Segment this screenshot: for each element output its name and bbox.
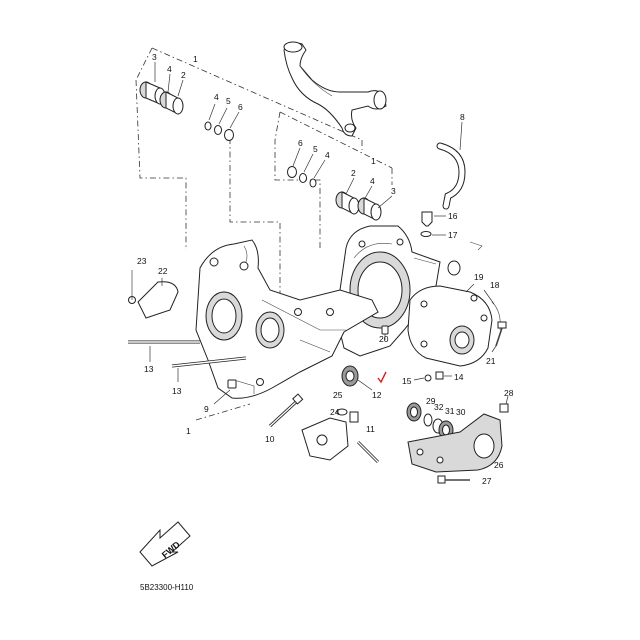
callout-c3a: 3: [152, 52, 157, 62]
callout-c21: 21: [486, 356, 496, 366]
callout-c1b: 1: [371, 156, 376, 166]
callout-c11: 11: [366, 424, 375, 434]
cover-part-19: [407, 283, 493, 367]
callout-c19: 19: [474, 272, 484, 282]
callout-c18: 18: [490, 280, 500, 290]
bolt-part-10: [268, 393, 304, 428]
washer-part-15: [413, 374, 432, 382]
callout-c27: 27: [482, 476, 492, 486]
bearing-part-2b: [335, 191, 360, 215]
callout-c29: 29: [426, 396, 436, 406]
oring-part-6b: [287, 166, 297, 178]
callout-c13a: 13: [144, 364, 154, 374]
callout-c3b: 3: [391, 186, 396, 196]
bolt-part-14: [435, 371, 452, 380]
callout-c22: 22: [158, 266, 168, 276]
callout-c32: 32: [434, 402, 444, 412]
callout-c1c: 1: [186, 426, 191, 436]
callout-c4d: 4: [370, 176, 375, 186]
callout-c5a: 5: [226, 96, 231, 106]
callout-c8: 8: [460, 112, 465, 122]
callout-c1a: 1: [193, 54, 198, 64]
bearing-part-2: [159, 91, 184, 115]
callout-c6a: 6: [238, 102, 243, 112]
callout-c13b: 13: [172, 386, 182, 396]
drawing-code-label: 5B23300-H110: [140, 583, 194, 592]
callout-c5b: 5: [313, 144, 318, 154]
callout-c24: 24: [330, 407, 340, 417]
callout-c30: 30: [456, 407, 466, 417]
dowel-pin-part-20: [381, 325, 389, 340]
callout-c2b: 2: [351, 168, 356, 178]
ring-part-5: [214, 125, 222, 135]
breather-hose-part-8: [436, 121, 466, 210]
callout-c6b: 6: [298, 138, 303, 148]
stud-bolt-part-13b: [171, 356, 247, 368]
cover-plate-part-22: [137, 278, 179, 319]
upper-left-bearing-group: [135, 47, 363, 315]
highlight-check-marker: [377, 371, 387, 384]
callout-c16: 16: [448, 211, 458, 221]
callout-c26: 26: [494, 460, 504, 470]
oring-part-6: [224, 129, 234, 141]
bolt-part-21: [491, 321, 507, 353]
seal-ring-part-29: [406, 402, 422, 422]
oring-part-32: [423, 413, 433, 427]
ring-part-5b: [299, 173, 307, 183]
callout-c15: 15: [402, 376, 412, 386]
dowel-pin-part-9: [213, 379, 237, 405]
bolt-part-11: [356, 440, 380, 464]
callout-c2a: 2: [181, 70, 186, 80]
callout-c4b: 4: [214, 92, 219, 102]
fwd-direction-arrow-icon: FWD: [139, 521, 191, 567]
callout-c20: 20: [379, 334, 389, 344]
callout-c4a: 4: [167, 64, 172, 74]
callout-c12: 12: [372, 390, 382, 400]
cover-part-24: [301, 417, 349, 461]
bearing-part-3b: [357, 197, 382, 221]
oring-part-17: [420, 231, 446, 237]
bolt-part-28: [499, 395, 509, 413]
bracket-part-26: [407, 413, 503, 473]
callout-c17: 17: [448, 230, 458, 240]
callout-c23: 23: [137, 256, 147, 266]
callout-c10: 10: [265, 434, 275, 444]
bolt-part-24b: [349, 411, 359, 423]
callout-c14: 14: [454, 372, 464, 382]
plug-part-17-upper: [447, 241, 483, 276]
crankcase-transfer-pipe: [283, 41, 387, 137]
callout-c9: 9: [204, 404, 209, 414]
callout-c28: 28: [504, 388, 514, 398]
callout-c4c: 4: [325, 150, 330, 160]
bolt-part-27: [437, 475, 470, 484]
callout-c25: 25: [333, 390, 343, 400]
ring-part-4b: [309, 178, 317, 188]
fitting-part-16: [421, 211, 446, 227]
washer-part-25: [336, 408, 348, 416]
bolt-part-23: [128, 270, 136, 304]
ring-part-4: [204, 121, 212, 131]
callout-c31: 31: [445, 406, 455, 416]
middle-bearing-group: [274, 111, 393, 250]
oil-seal-part-12: [341, 365, 373, 391]
